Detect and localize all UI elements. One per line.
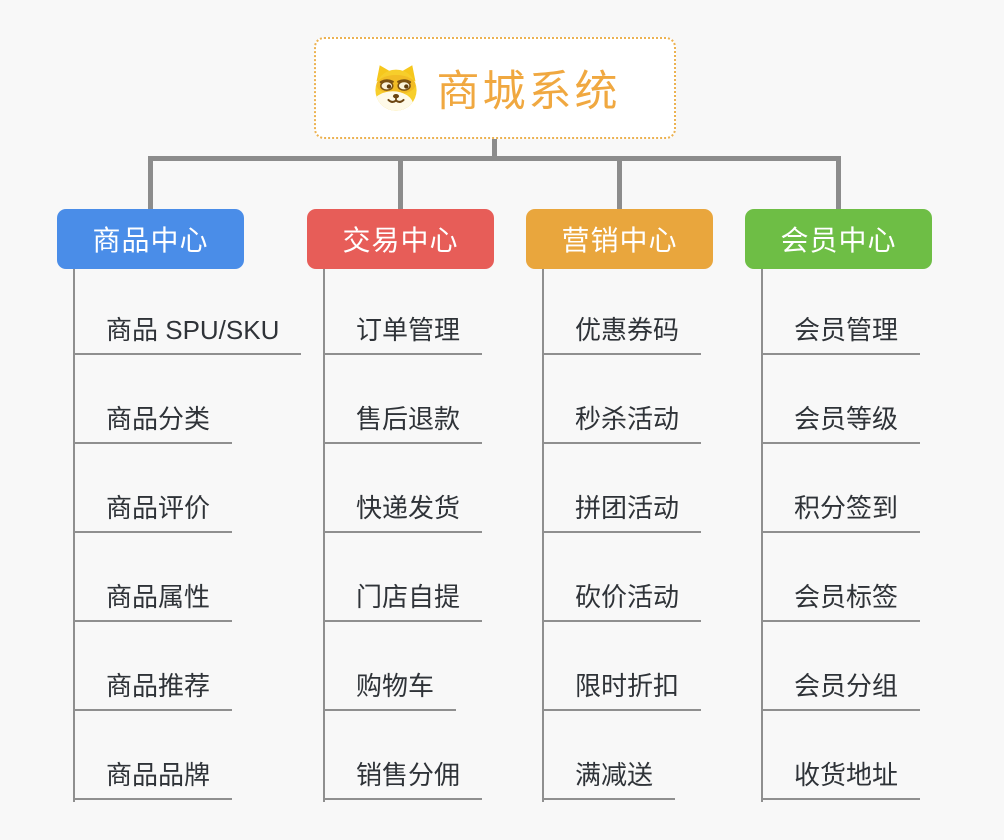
child-node[interactable]: 商品品牌 <box>73 758 233 800</box>
child-node[interactable]: 会员等级 <box>761 402 921 444</box>
child-node[interactable]: 会员标签 <box>761 580 921 622</box>
branch-trunk-line-2 <box>323 269 325 802</box>
connector-bus-line <box>148 156 841 161</box>
child-node[interactable]: 商品 SPU/SKU <box>73 313 302 355</box>
connector-branch-stub-3 <box>617 156 622 209</box>
child-node[interactable]: 快递发货 <box>323 491 483 533</box>
child-node[interactable]: 会员管理 <box>761 313 921 355</box>
branch-trunk-line-3 <box>542 269 544 802</box>
connector-root-stub <box>492 139 497 161</box>
connector-branch-stub-4 <box>836 156 841 209</box>
child-node[interactable]: 满减送 <box>542 758 676 800</box>
child-node[interactable]: 门店自提 <box>323 580 483 622</box>
root-title: 商城系统 <box>436 68 621 116</box>
child-node[interactable]: 会员分组 <box>761 669 921 711</box>
root-node[interactable]: 商城系统 <box>314 37 676 139</box>
branch-trunk-line-1 <box>73 269 75 802</box>
connector-branch-stub-1 <box>148 156 153 209</box>
branch-trunk-line-4 <box>761 269 763 802</box>
child-node[interactable]: 商品评价 <box>73 491 233 533</box>
doge-icon <box>370 62 422 114</box>
child-node[interactable]: 售后退款 <box>323 402 483 444</box>
connector-branch-stub-2 <box>398 156 403 209</box>
child-node[interactable]: 拼团活动 <box>542 491 702 533</box>
branch-node-marketing-center[interactable]: 营销中心 <box>526 209 713 269</box>
child-node[interactable]: 秒杀活动 <box>542 402 702 444</box>
child-node[interactable]: 砍价活动 <box>542 580 702 622</box>
branch-node-member-center[interactable]: 会员中心 <box>745 209 932 269</box>
child-node[interactable]: 购物车 <box>323 669 457 711</box>
child-node[interactable]: 收货地址 <box>761 758 921 800</box>
child-node[interactable]: 积分签到 <box>761 491 921 533</box>
branch-node-trade-center[interactable]: 交易中心 <box>307 209 494 269</box>
child-node[interactable]: 限时折扣 <box>542 669 702 711</box>
child-node[interactable]: 商品属性 <box>73 580 233 622</box>
child-node[interactable]: 订单管理 <box>323 313 483 355</box>
child-node[interactable]: 优惠券码 <box>542 313 702 355</box>
child-node[interactable]: 销售分佣 <box>323 758 483 800</box>
child-node[interactable]: 商品推荐 <box>73 669 233 711</box>
child-node[interactable]: 商品分类 <box>73 402 233 444</box>
branch-node-product-center[interactable]: 商品中心 <box>57 209 244 269</box>
